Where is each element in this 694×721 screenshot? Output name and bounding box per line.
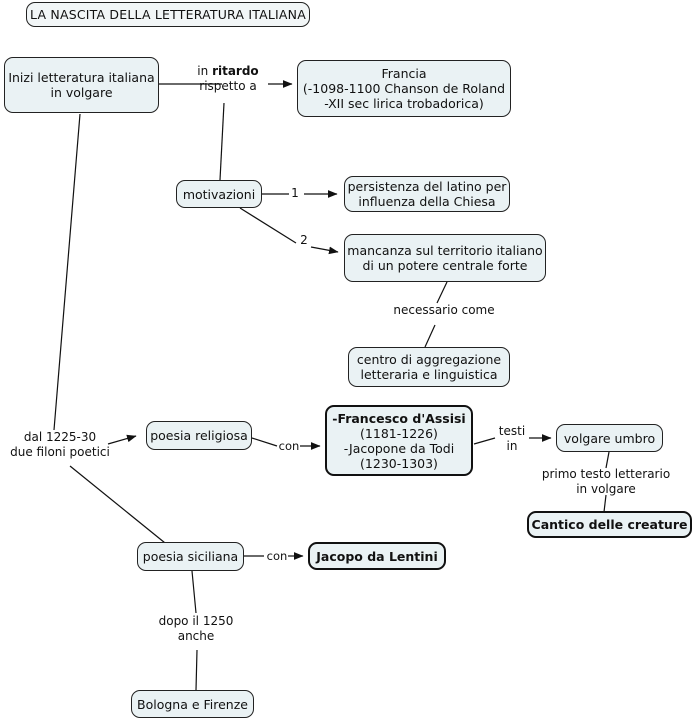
edge-label-con-siciliana: con: [266, 549, 288, 563]
edge-label-testi-line1: testi: [498, 424, 526, 438]
node-cantico-delle-creature[interactable]: Cantico delle creature: [527, 511, 692, 538]
node-mancanza-line2: di un potere centrale forte: [362, 258, 528, 273]
edge-label-two: 2: [300, 233, 308, 247]
node-jacopo-da-lentini[interactable]: Jacopo da Lentini: [308, 542, 446, 570]
edge-label-dopo-line2: anche: [177, 628, 215, 643]
edge-siciliana-dopo: [191, 570, 197, 614]
node-bologna-e-firenze[interactable]: Bologna e Firenze: [131, 690, 254, 718]
diagram-title: LA NASCITA DELLA LETTERATURA ITALIANA: [26, 2, 310, 27]
node-cantico-text: Cantico delle creature: [531, 517, 688, 532]
node-autori-line3: -Jacopone da Todi: [343, 440, 455, 456]
edge-volgareumbro-primotesto: [605, 451, 610, 469]
edge-motivazioni-two: [239, 207, 297, 244]
node-mancanza-line1: mancanza sul territorio italiano: [347, 243, 543, 258]
edge-mancanza-centro: [436, 281, 448, 304]
node-motivazioni-text: motivazioni: [182, 186, 256, 202]
edge-two-mancanza: [310, 246, 339, 255]
edge-duefiloni-religiosa: [107, 434, 137, 445]
node-francia-line3: -XII sec lirica trobadorica): [324, 96, 484, 111]
edge-primotesto-cantico: [603, 494, 607, 513]
node-centro-line1: centro di aggregazione: [356, 352, 502, 367]
edge-label-due-filoni-line2: due filoni poetici: [10, 444, 110, 459]
node-autori-religiosi[interactable]: -Francesco d'Assisi (1181-1226) -Jacopon…: [325, 405, 473, 476]
node-poesia-siciliana[interactable]: poesia siciliana: [137, 542, 244, 571]
edge-ritardo-motivazioni: [219, 102, 225, 181]
diagram-title-text: LA NASCITA DELLA LETTERATURA ITALIANA: [30, 7, 306, 22]
edge-label-in-ritardo: in ritardo rispetto a: [186, 64, 270, 93]
edge-duefiloni-siciliana: [69, 465, 171, 548]
edge-religiosa-con: [251, 437, 278, 447]
node-persistenza-line1: persistenza del latino per: [347, 179, 507, 194]
edge-label-primo-testo-line2: in volgare: [576, 481, 636, 496]
edge-label-in-ritardo-line1: in ritardo: [197, 64, 259, 78]
edge-label-dopo-il-1250: dopo il 1250 anche: [143, 614, 249, 643]
edge-inizi-duefiloni: [53, 113, 81, 431]
node-inizi-line2: in volgare: [50, 85, 113, 100]
edge-autori-testi: [473, 437, 496, 445]
edge-necessariocome-centro: [424, 324, 436, 348]
edge-label-primo-testo-line1: primo testo letterario: [541, 467, 671, 481]
node-persistenza-latino[interactable]: persistenza del latino per influenza del…: [344, 176, 510, 212]
node-autori-line1: -Francesco d'Assisi: [332, 410, 466, 426]
node-autori-line2: (1181-1226): [360, 425, 438, 441]
edge-dopo-bologna: [195, 649, 198, 691]
node-inizi-letteratura[interactable]: Inizi letteratura italiana in volgare: [4, 57, 159, 113]
node-francia-line1: Francia: [381, 66, 427, 81]
node-jacopo-text: Jacopo da Lentini: [316, 548, 438, 564]
edge-label-in-ritardo-line2: rispetto a: [199, 78, 257, 93]
node-bologna-firenze-text: Bologna e Firenze: [137, 696, 248, 712]
node-mancanza-potere-centrale[interactable]: mancanza sul territorio italiano di un p…: [344, 234, 546, 282]
node-inizi-line1: Inizi letteratura italiana: [8, 70, 155, 85]
node-volgare-umbro-text: volgare umbro: [563, 430, 656, 446]
edge-label-necessario-come: necessario come: [393, 303, 495, 317]
edge-label-testi-line2: in: [506, 438, 518, 453]
node-poesia-religiosa[interactable]: poesia religiosa: [146, 421, 252, 450]
edge-label-due-filoni-line1: dal 1225-30: [23, 430, 97, 444]
node-centro-line2: letteraria e linguistica: [360, 367, 498, 382]
node-autori-line4: (1230-1303): [360, 455, 438, 471]
edge-label-con-religiosa: con: [278, 439, 300, 453]
node-persistenza-line2: influenza della Chiesa: [358, 194, 496, 209]
edge-label-dopo-line1: dopo il 1250: [158, 614, 234, 628]
node-volgare-umbro[interactable]: volgare umbro: [556, 424, 663, 452]
node-poesia-siciliana-text: poesia siciliana: [142, 549, 239, 564]
node-motivazioni[interactable]: motivazioni: [176, 180, 262, 208]
edge-label-primo-testo-letterario: primo testo letterario in volgare: [538, 467, 674, 496]
node-francia-line2: (-1098-1100 Chanson de Roland: [302, 81, 506, 96]
edge-label-testi-in: testi in: [495, 424, 529, 453]
edge-label-due-filoni-poetici: dal 1225-30 due filoni poetici: [8, 430, 112, 459]
node-centro-aggregazione[interactable]: centro di aggregazione letteraria e ling…: [348, 347, 510, 387]
edge-label-one: 1: [291, 186, 299, 200]
node-francia[interactable]: Francia (-1098-1100 Chanson de Roland -X…: [297, 60, 511, 117]
node-poesia-religiosa-text: poesia religiosa: [150, 428, 248, 443]
